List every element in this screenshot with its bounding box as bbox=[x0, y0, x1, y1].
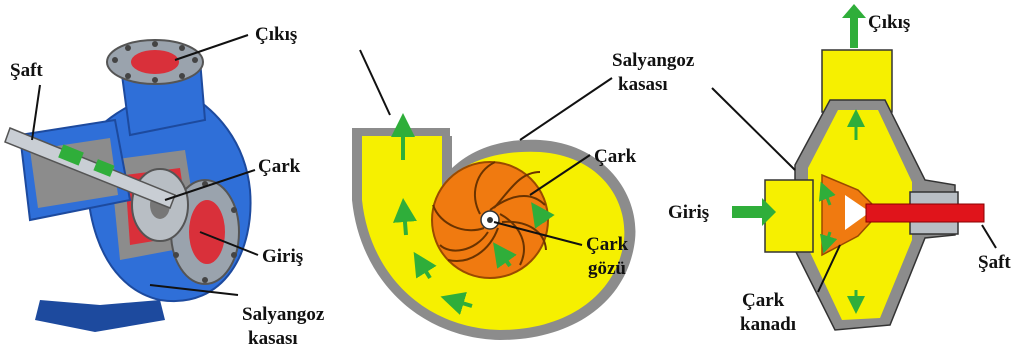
middle-eye-label-1: Çark bbox=[586, 234, 629, 255]
left-volute-label-2: kasası bbox=[248, 328, 298, 349]
right-blade-label-1: Çark bbox=[742, 290, 785, 311]
cutaway-pump-illustration bbox=[5, 40, 251, 332]
right-shaft-label: Şaft bbox=[978, 252, 1011, 273]
pump-side-section bbox=[732, 4, 984, 330]
left-outlet-label: Çıkış bbox=[255, 24, 297, 45]
left-inlet-label: Giriş bbox=[262, 246, 303, 267]
volute-cross-section bbox=[352, 125, 635, 340]
left-impeller-label: Çark bbox=[258, 156, 301, 177]
right-inlet-label: Giriş bbox=[668, 202, 709, 223]
middle-volute-label-1: Salyangoz bbox=[612, 50, 695, 71]
left-shaft-label: Şaft bbox=[10, 60, 43, 81]
right-blade-label-2: kanadı bbox=[740, 314, 796, 335]
right-outlet-label: Çıkış bbox=[868, 12, 910, 33]
middle-eye-label-2: gözü bbox=[588, 258, 626, 279]
middle-volute-label-2: kasası bbox=[618, 74, 668, 95]
left-volute-label-1: Salyangoz bbox=[242, 304, 325, 325]
middle-impeller-label: Çark bbox=[594, 146, 637, 167]
